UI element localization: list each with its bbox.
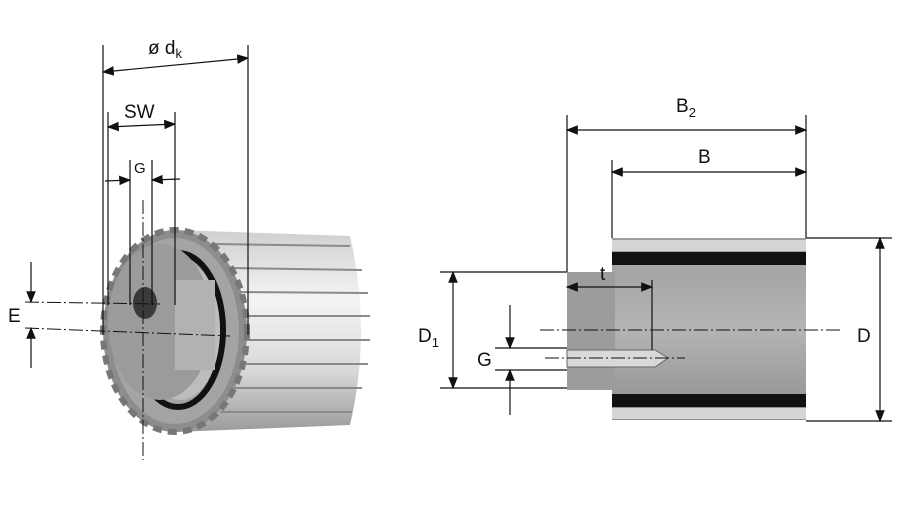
outer-layer-bottom	[612, 408, 806, 419]
label-b: B	[698, 147, 711, 168]
label-g-left: G	[134, 160, 146, 177]
label-t: t	[600, 264, 606, 285]
label-d1: D1	[418, 326, 439, 350]
label-b2: B2	[676, 96, 696, 120]
shaft-collar	[567, 272, 615, 390]
hex-flat	[175, 280, 215, 370]
right-dimensions: B2 B t D1 G D	[418, 96, 892, 423]
label-dk: ø dk	[148, 38, 182, 61]
threaded-hole	[133, 287, 157, 319]
seal-top	[612, 252, 806, 265]
label-d: D	[857, 326, 871, 347]
label-sw: SW	[124, 102, 155, 123]
seal-bottom	[612, 394, 806, 407]
roller-section-view	[566, 238, 806, 420]
left-dimensions: ø dk SW G E	[8, 38, 250, 460]
roller-grooves	[214, 243, 370, 413]
label-g-right: G	[477, 350, 492, 371]
outer-layer-top	[612, 240, 806, 251]
label-e: E	[8, 306, 21, 327]
roller-section-body	[612, 238, 806, 420]
